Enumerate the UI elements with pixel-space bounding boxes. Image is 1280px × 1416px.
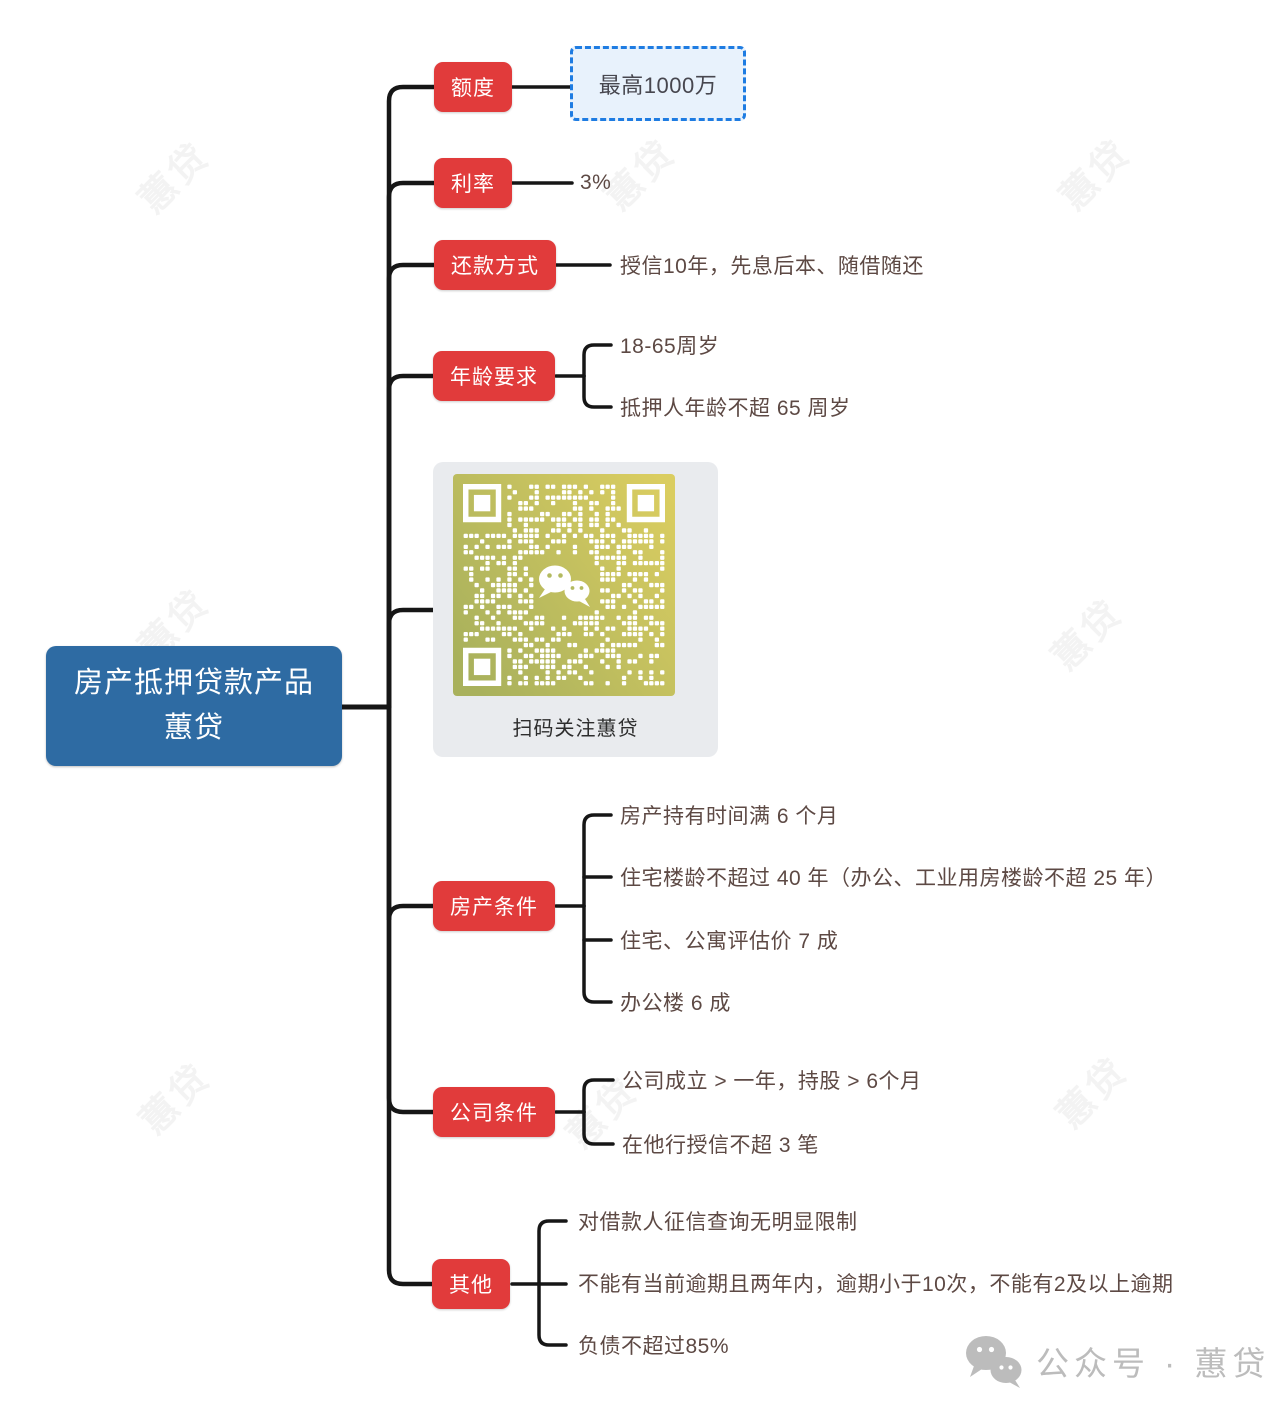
leaf-property-3: 住宅、公寓评估价 7 成 — [620, 930, 839, 953]
leaf-company-2: 在他行授信不超 3 笔 — [622, 1134, 819, 1157]
leaf-property-4: 办公楼 6 成 — [620, 992, 731, 1015]
root-node: 房产抵押贷款产品 蕙贷 — [46, 646, 342, 766]
footer-brand-text: 公众号 · 蕙贷 — [1036, 1345, 1271, 1382]
qr-caption: 扫码关注蕙贷 — [512, 718, 639, 740]
topic-node-rate: 利率 — [434, 158, 512, 208]
wechat-icon — [966, 1336, 1022, 1388]
qr-card: 扫码关注蕙贷 — [433, 462, 718, 757]
topic-node-company: 公司条件 — [433, 1087, 555, 1137]
leaf-other-3: 负债不超过85% — [578, 1335, 730, 1358]
qr-code — [453, 474, 675, 696]
leaf-other-2: 不能有当前逾期且两年内，逾期小于10次，不能有2及以上逾期 — [578, 1273, 1174, 1296]
leaf-property-1: 房产持有时间满 6 个月 — [620, 805, 839, 828]
leaf-age-1: 18-65周岁 — [620, 335, 720, 358]
leaf-company-1: 公司成立 > 一年，持股 > 6个月 — [622, 1070, 922, 1093]
footer-brand: 公众号 · 蕙贷 — [962, 1332, 1270, 1390]
quota-callout-text: 最高1000万 — [598, 72, 718, 98]
topic-node-other: 其他 — [432, 1259, 510, 1309]
leaf-repayment: 授信10年，先息后本、随借随还 — [620, 255, 924, 278]
topic-node-property: 房产条件 — [433, 881, 555, 931]
leaf-age-2: 抵押人年龄不超 65 周岁 — [620, 397, 851, 420]
root-title-line2: 蕙贷 — [163, 712, 224, 744]
topic-node-repayment: 还款方式 — [434, 240, 556, 290]
root-title-line1: 房产抵押贷款产品 — [73, 667, 314, 699]
topic-node-age: 年龄要求 — [433, 351, 555, 401]
topic-node-quota: 额度 — [434, 62, 512, 112]
leaf-other-1: 对借款人征信查询无明显限制 — [578, 1211, 858, 1234]
quota-callout: 最高1000万 — [570, 46, 746, 121]
leaf-rate: 3% — [580, 171, 612, 194]
leaf-property-2: 住宅楼龄不超过 40 年（办公、工业用房楼龄不超 25 年） — [620, 867, 1168, 890]
